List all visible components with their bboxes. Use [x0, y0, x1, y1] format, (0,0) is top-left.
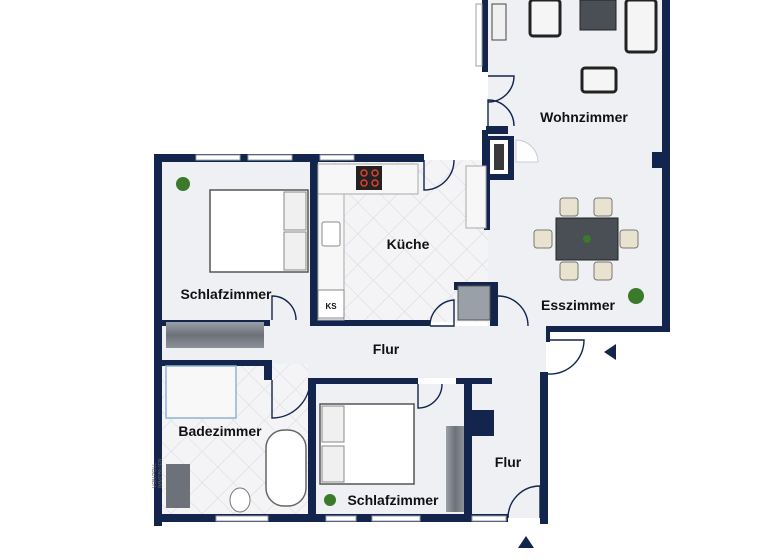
bedroom-lower-furniture [319, 403, 464, 512]
shower [165, 365, 237, 419]
toilet [229, 487, 251, 513]
plant-icon [176, 177, 190, 191]
room-labels: Wohnzimmer Küche Esszimmer Schlafzimmer … [178, 109, 628, 508]
plant-icon [628, 288, 644, 304]
doors [271, 75, 585, 519]
fridge [317, 289, 345, 319]
bedroom-upper-furniture [166, 177, 309, 348]
label-schlafzimmer-unten: Schlafzimmer [347, 492, 439, 508]
label-kueche: Küche [387, 236, 430, 252]
watermark-line1: VON POLL [152, 463, 158, 488]
wardrobe [446, 426, 464, 512]
label-badezimmer: Badezimmer [178, 423, 262, 439]
floor-flur-unten [470, 378, 546, 518]
label-flur-unten: Flur [495, 454, 522, 470]
label-esszimmer: Esszimmer [541, 297, 615, 313]
triangle-arrow-icon [518, 536, 534, 548]
dining-set [533, 197, 639, 281]
kitchen-fixtures: KS [317, 163, 491, 321]
label-schlafzimmer-oben: Schlafzimmer [180, 286, 272, 302]
sink [321, 221, 341, 247]
plant-icon [324, 494, 336, 506]
wardrobe [166, 322, 264, 348]
label-wohnzimmer: Wohnzimmer [540, 109, 628, 125]
plant-icon [583, 235, 591, 243]
windows [195, 3, 507, 522]
triangle-arrow-icon [604, 344, 616, 360]
watermark-line2: IMMOBILIEN [158, 458, 164, 488]
cooktop [356, 166, 382, 190]
fridge-label: KS [325, 302, 337, 311]
living-room-furniture [491, 0, 658, 163]
label-flur-mitte: Flur [373, 341, 400, 357]
bathtub [265, 429, 307, 507]
vanity [166, 464, 190, 508]
bathroom-fixtures: VON POLL IMMOBILIEN [152, 365, 307, 513]
